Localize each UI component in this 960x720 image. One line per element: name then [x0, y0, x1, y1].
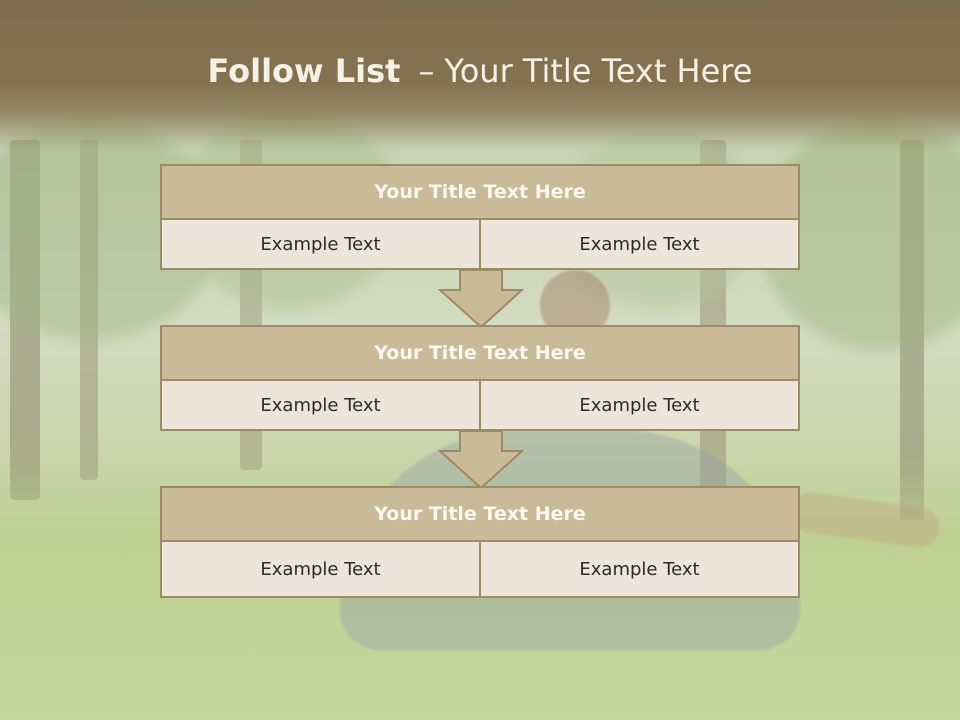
block-cell-right: Example Text [481, 542, 800, 598]
list-block-2: Your Title Text Here Example Text Exampl… [160, 325, 800, 431]
slide-title: Follow List–Your Title Text Here [0, 52, 960, 90]
block-cell-right: Example Text [481, 220, 800, 270]
title-separator: – [418, 52, 435, 90]
title-bold: Follow List [207, 52, 401, 90]
block-title: Your Title Text Here [160, 486, 800, 542]
block-cell-left: Example Text [160, 220, 481, 270]
down-arrow-icon [438, 270, 524, 328]
block-cell-left: Example Text [160, 542, 481, 598]
block-cell-right: Example Text [481, 381, 800, 431]
down-arrow-icon [438, 431, 524, 489]
list-block-3: Your Title Text Here Example Text Exampl… [160, 486, 800, 598]
block-title: Your Title Text Here [160, 164, 800, 220]
block-cell-left: Example Text [160, 381, 481, 431]
block-title: Your Title Text Here [160, 325, 800, 381]
list-block-1: Your Title Text Here Example Text Exampl… [160, 164, 800, 270]
title-rest: Your Title Text Here [444, 52, 753, 90]
title-band [0, 0, 960, 150]
